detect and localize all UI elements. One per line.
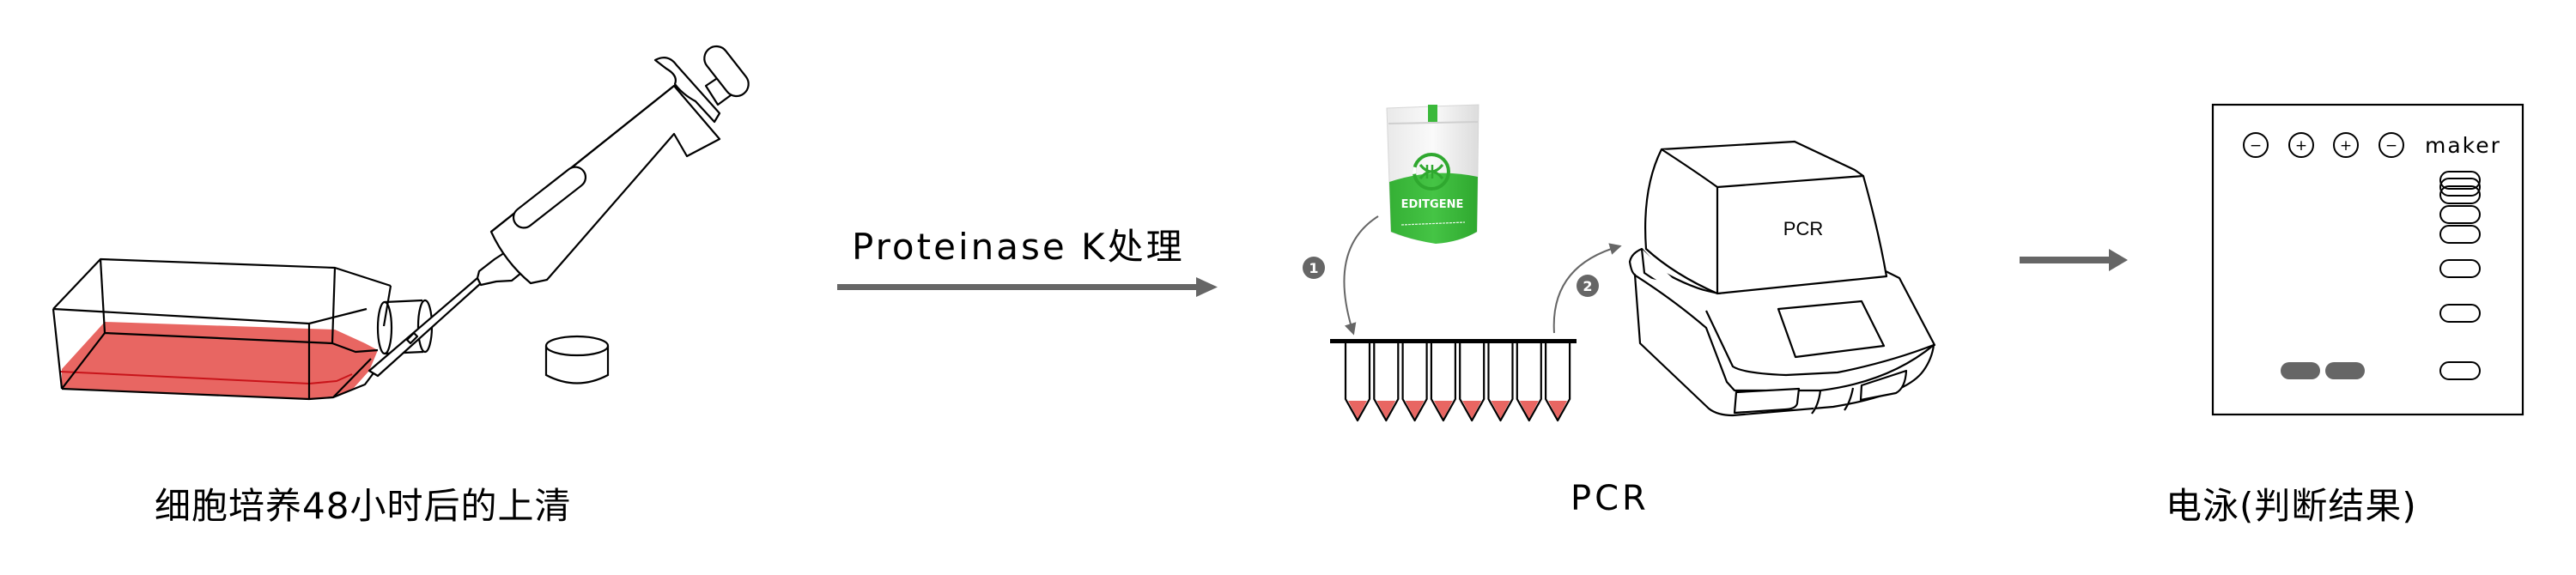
pcr-tube bbox=[1344, 343, 1371, 422]
reagent-bag: EDITGENE bbox=[1386, 104, 1479, 244]
tube-sample-liquid bbox=[1462, 401, 1482, 419]
lane-symbol: − bbox=[2250, 137, 2262, 154]
step-1-caption: 细胞培养48小时后的上清 bbox=[155, 485, 572, 527]
tube-sample-liquid bbox=[1491, 401, 1510, 419]
tube-sample-liquid bbox=[1519, 401, 1539, 419]
negative-lane-icon: − bbox=[2379, 132, 2404, 158]
lane-symbol: − bbox=[2385, 137, 2397, 154]
culture-flask bbox=[52, 257, 434, 401]
transfer-arrow-2 bbox=[1552, 243, 1622, 334]
tube-sample-liquid bbox=[1405, 401, 1425, 419]
tube-sample-liquid bbox=[1548, 401, 1568, 419]
sample-band bbox=[2281, 362, 2320, 379]
liquid-surface-line bbox=[59, 371, 353, 384]
step-3-caption: 电泳(判断结果) bbox=[2166, 485, 2417, 527]
pcr-screen bbox=[1777, 300, 1886, 359]
bag-brand-label: EDITGENE bbox=[1401, 198, 1464, 211]
pcr-tube bbox=[1401, 343, 1428, 422]
pcr-tube bbox=[1516, 343, 1542, 422]
gel-panel: maker − + + − bbox=[2211, 103, 2524, 416]
pcr-machine: PCR bbox=[1628, 140, 1936, 417]
marker-band bbox=[2439, 361, 2481, 380]
step-2-caption: PCR bbox=[1571, 479, 1649, 518]
pcr-tube-strip bbox=[1330, 339, 1577, 422]
lane-symbol: + bbox=[2340, 137, 2352, 154]
transfer-arrow-1 bbox=[1343, 215, 1379, 336]
marker-band bbox=[2439, 185, 2481, 204]
sample-band bbox=[2325, 362, 2365, 379]
to-gel-arrow bbox=[2020, 249, 2128, 271]
dna-logo-icon bbox=[1413, 153, 1450, 191]
pcr-tube bbox=[1459, 343, 1485, 422]
step-badge-1-label: 1 bbox=[1309, 260, 1318, 276]
proteinase-k-arrow bbox=[837, 277, 1218, 297]
step-badge-2-label: 2 bbox=[1583, 278, 1592, 294]
pipette bbox=[368, 45, 750, 378]
marker-band bbox=[2439, 225, 2481, 244]
pcr-tube bbox=[1430, 343, 1456, 422]
pcr-tube bbox=[1373, 343, 1400, 422]
pcr-tube bbox=[1545, 343, 1571, 422]
tube-sample-liquid bbox=[1433, 401, 1453, 419]
lane-symbol: + bbox=[2295, 137, 2307, 154]
marker-lane-label: maker bbox=[2425, 133, 2501, 158]
pcr-tube bbox=[1487, 343, 1514, 422]
proteinase-k-label: Proteinase K处理 bbox=[852, 226, 1185, 268]
pipette-window bbox=[512, 166, 587, 229]
marker-band bbox=[2439, 171, 2481, 190]
positive-lane-icon: + bbox=[2288, 132, 2314, 158]
marker-band bbox=[2439, 205, 2481, 224]
step-badge-2: 2 bbox=[1577, 275, 1599, 297]
flask-cap bbox=[544, 335, 610, 384]
marker-band bbox=[2439, 304, 2481, 323]
negative-lane-icon: − bbox=[2243, 132, 2269, 158]
step-badge-1: 1 bbox=[1303, 257, 1325, 279]
pcr-machine-label: PCR bbox=[1783, 218, 1823, 239]
tube-sample-liquid bbox=[1376, 401, 1396, 419]
positive-lane-icon: + bbox=[2333, 132, 2359, 158]
tube-sample-liquid bbox=[1348, 401, 1367, 419]
pipette-plunger-knob bbox=[703, 45, 750, 98]
marker-band bbox=[2439, 259, 2481, 278]
marker-band bbox=[2439, 178, 2481, 197]
